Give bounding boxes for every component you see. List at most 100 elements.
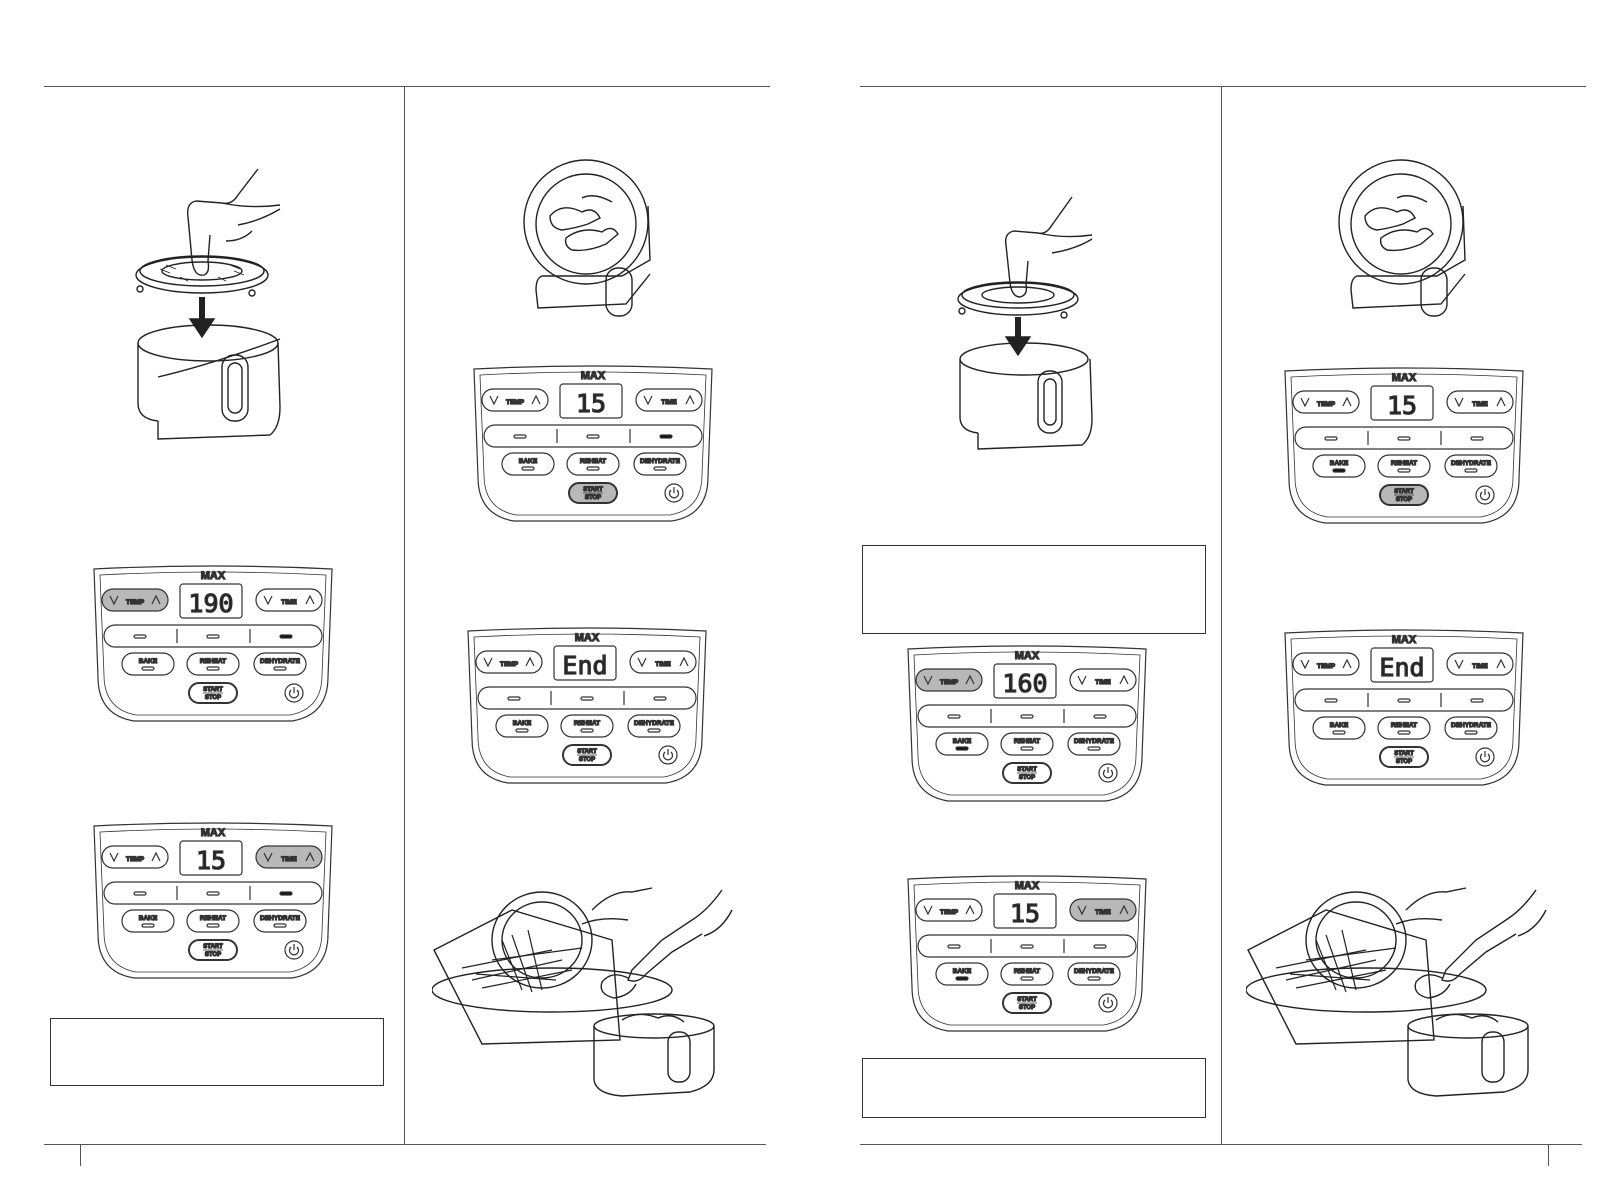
time-button[interactable]: TIME	[629, 650, 697, 674]
time-button[interactable]: TIME	[255, 845, 323, 869]
chevron-up-icon	[151, 851, 161, 862]
reheat-label: REHEAT	[200, 658, 226, 665]
bake-label: BAKE	[513, 720, 532, 727]
reheat-button[interactable]: REHEAT	[1377, 716, 1431, 740]
bake-button[interactable]: BAKE	[121, 652, 175, 676]
max-label: MAX	[575, 632, 600, 644]
bake-button[interactable]: BAKE	[935, 732, 989, 756]
power-icon	[1102, 767, 1114, 779]
indicator-light	[206, 634, 220, 639]
bake-button[interactable]: BAKE	[501, 452, 555, 476]
indicator-light	[659, 434, 673, 439]
chevron-up-icon	[305, 851, 315, 862]
display-value: 190	[188, 589, 233, 618]
bake-button[interactable]: BAKE	[495, 714, 549, 738]
dehydrate-button[interactable]: DEHYDRATE	[253, 909, 307, 933]
panel-inner-outline	[473, 633, 701, 778]
bake-button[interactable]: BAKE	[1312, 716, 1366, 740]
dehydrate-button[interactable]: DEHYDRATE	[1067, 732, 1121, 756]
time-button[interactable]: TIME	[1069, 668, 1137, 692]
max-label: MAX	[1015, 880, 1040, 892]
insert-crisper-plate-illustration-right	[952, 195, 1122, 453]
panel-outline	[93, 822, 333, 979]
temp-label: TEMP	[126, 856, 145, 863]
indicator-light	[206, 891, 220, 896]
reheat-button[interactable]: REHEAT	[1000, 732, 1054, 756]
temp-button[interactable]: TEMP	[1292, 652, 1360, 676]
power-button[interactable]	[664, 483, 684, 503]
reheat-button[interactable]: REHEAT	[186, 652, 240, 676]
dehydrate-button[interactable]: DEHYDRATE	[633, 452, 687, 476]
indicator-light	[279, 891, 293, 896]
time-label: TIME	[1472, 401, 1488, 408]
start-label: START	[1017, 767, 1037, 773]
time-button[interactable]: TIME	[255, 588, 323, 612]
time-label: TIME	[1095, 679, 1111, 686]
function-indicator-bar	[917, 934, 1137, 958]
stop-label: STOP	[1019, 775, 1035, 781]
indicator-light	[507, 696, 521, 701]
power-button[interactable]	[1475, 485, 1495, 505]
bake-label: BAKE	[519, 458, 538, 465]
temp-button[interactable]: TEMP	[1292, 390, 1360, 414]
dehydrate-button[interactable]: DEHYDRATE	[1067, 962, 1121, 986]
bake-button[interactable]: BAKE	[935, 962, 989, 986]
temp-button[interactable]: TEMP	[475, 650, 543, 674]
time-button[interactable]: TIME	[1069, 898, 1137, 922]
digital-display	[179, 840, 243, 876]
dehydrate-button[interactable]: DEHYDRATE	[1444, 716, 1498, 740]
reheat-button[interactable]: REHEAT	[560, 714, 614, 738]
dehydrate-button[interactable]: DEHYDRATE	[253, 652, 307, 676]
time-label: TIME	[661, 399, 677, 406]
time-label: TIME	[1472, 663, 1488, 670]
temp-button[interactable]: TEMP	[915, 898, 983, 922]
start-stop-button[interactable]: START STOP	[1002, 762, 1052, 784]
temp-button[interactable]: TEMP	[915, 668, 983, 692]
chevron-up-icon	[531, 394, 541, 405]
indicator-light	[653, 696, 667, 701]
reheat-label: REHEAT	[1014, 968, 1040, 975]
indicator-light	[580, 696, 594, 701]
chevron-up-icon	[1342, 658, 1352, 669]
function-indicator-bar	[1294, 688, 1514, 712]
time-button[interactable]: TIME	[635, 388, 703, 412]
reheat-button[interactable]: REHEAT	[1377, 454, 1431, 478]
temp-button[interactable]: TEMP	[101, 845, 169, 869]
temp-label: TEMP	[126, 599, 145, 606]
power-button[interactable]	[1098, 993, 1118, 1013]
power-button[interactable]	[284, 940, 304, 960]
temp-button[interactable]: TEMP	[481, 388, 549, 412]
temp-label: TEMP	[940, 909, 959, 916]
panel-outline	[1284, 629, 1524, 786]
power-button[interactable]	[1098, 763, 1118, 783]
power-button[interactable]	[284, 683, 304, 703]
bake-button[interactable]: BAKE	[1312, 454, 1366, 478]
time-label: TIME	[281, 856, 297, 863]
reheat-label: REHEAT	[200, 915, 226, 922]
reheat-button[interactable]: REHEAT	[186, 909, 240, 933]
power-button[interactable]	[658, 745, 678, 765]
dehydrate-button[interactable]: DEHYDRATE	[1444, 454, 1498, 478]
power-icon	[288, 687, 300, 699]
bake-button[interactable]: BAKE	[121, 909, 175, 933]
digital-display	[1370, 647, 1434, 683]
temp-button[interactable]: TEMP	[101, 588, 169, 612]
time-button[interactable]: TIME	[1446, 390, 1514, 414]
dehydrate-button[interactable]: DEHYDRATE	[627, 714, 681, 738]
time-button[interactable]: TIME	[1446, 652, 1514, 676]
power-button[interactable]	[1475, 747, 1495, 767]
indicator-light	[1324, 698, 1338, 703]
reheat-button[interactable]: REHEAT	[566, 452, 620, 476]
temp-label: TEMP	[500, 661, 519, 668]
chevron-down-icon	[263, 595, 273, 606]
reheat-button[interactable]: REHEAT	[1000, 962, 1054, 986]
panel-outline	[907, 645, 1147, 802]
display-value: 15	[1387, 391, 1417, 420]
